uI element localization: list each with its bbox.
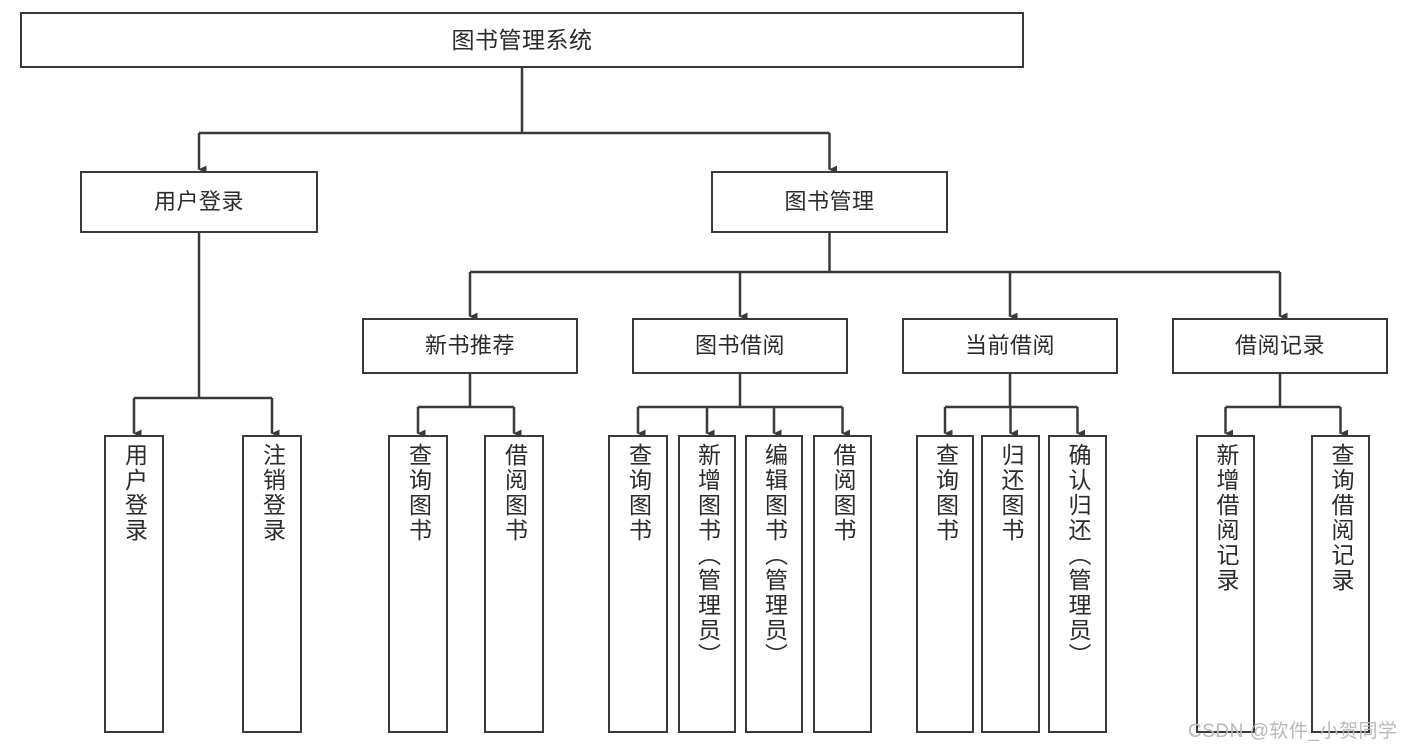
node-leaf-query-book-2[interactable]: 查询图书 [608,435,668,733]
node-label: 新书推荐 [424,333,515,359]
node-new-book-recommend[interactable]: 新书推荐 [362,318,578,374]
node-label: 借阅图书 [830,443,856,543]
node-book-borrow[interactable]: 图书借阅 [632,318,848,374]
edges [132,68,1349,438]
node-current-borrow[interactable]: 当前借阅 [902,318,1118,374]
node-label: 查询图书 [405,443,432,543]
node-label: 归还图书 [998,443,1024,543]
node-leaf-borrow-book-1[interactable]: 借阅图书 [484,435,544,733]
node-label: 编辑图书（管理员） [761,443,788,668]
node-label: 用户登录 [121,443,148,543]
node-leaf-logout[interactable]: 注销登录 [242,435,302,733]
node-label: 确认归还（管理员） [1065,443,1091,668]
node-root[interactable]: 图书管理系统 [20,12,1024,68]
node-book-manage[interactable]: 图书管理 [711,171,948,233]
node-leaf-user-login[interactable]: 用户登录 [104,435,164,733]
node-label: 查询图书 [932,443,959,543]
node-user-login[interactable]: 用户登录 [80,171,318,233]
node-leaf-borrow-book-2[interactable]: 借阅图书 [813,435,872,733]
node-label: 新增图书（管理员） [694,443,721,668]
node-label: 查询图书 [625,443,652,543]
node-label: 借阅图书 [501,443,528,543]
node-label: 用户登录 [153,189,244,215]
node-label: 注销登录 [259,443,286,543]
node-label: 图书借阅 [694,333,785,359]
node-leaf-query-book-3[interactable]: 查询图书 [916,435,974,733]
node-label: 新增借阅记录 [1213,443,1239,593]
node-leaf-edit-book[interactable]: 编辑图书（管理员） [745,435,803,733]
node-label: 查询借阅记录 [1328,443,1354,593]
node-leaf-add-record[interactable]: 新增借阅记录 [1196,435,1255,733]
node-leaf-query-book-1[interactable]: 查询图书 [388,435,448,733]
node-label: 图书管理系统 [451,26,593,53]
node-label: 当前借阅 [964,333,1055,359]
node-label: 图书管理 [784,189,875,215]
node-leaf-confirm-return[interactable]: 确认归还（管理员） [1048,435,1107,733]
node-leaf-return-book[interactable]: 归还图书 [981,435,1040,733]
node-borrow-record[interactable]: 借阅记录 [1172,318,1388,374]
node-label: 借阅记录 [1234,333,1325,359]
node-leaf-add-book[interactable]: 新增图书（管理员） [678,435,736,733]
node-leaf-query-record[interactable]: 查询借阅记录 [1311,435,1370,733]
